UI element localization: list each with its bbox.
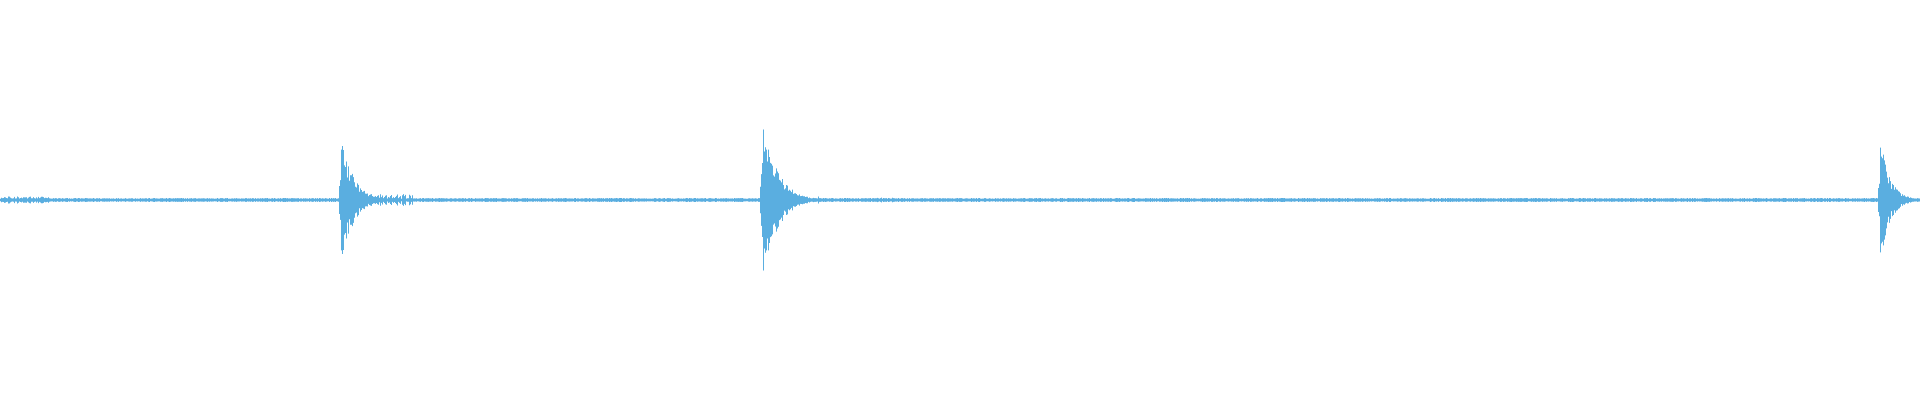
waveform-trace <box>0 129 1920 271</box>
